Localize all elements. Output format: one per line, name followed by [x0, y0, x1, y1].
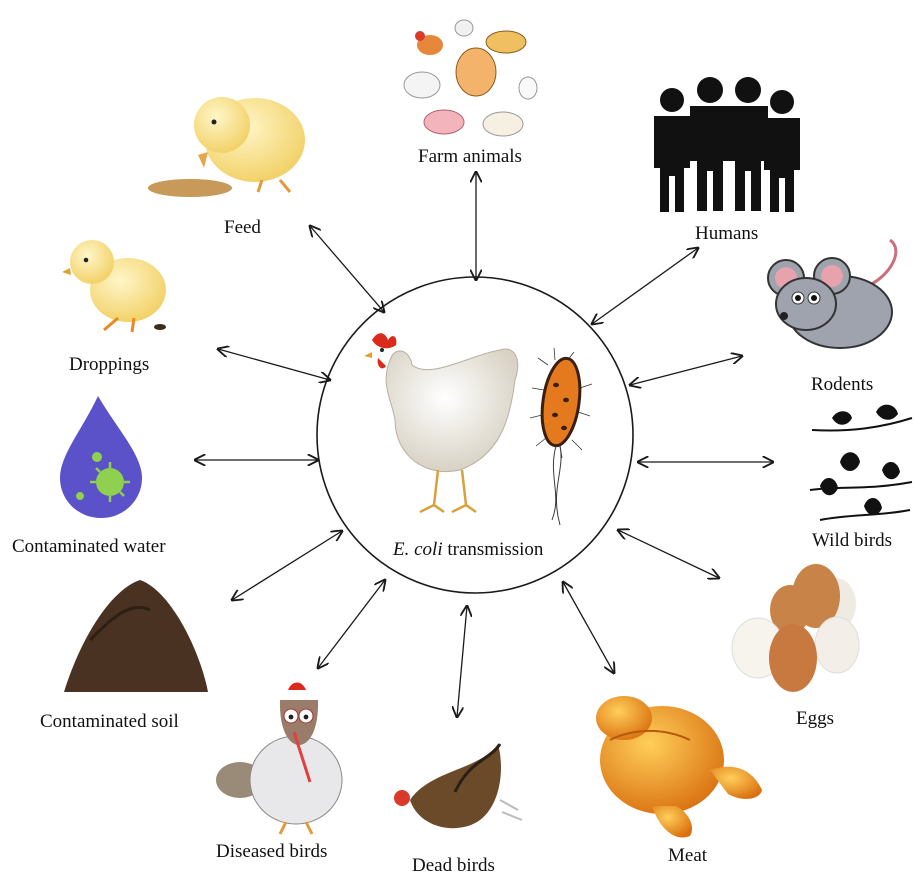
label-diseased-birds: Diseased birds: [216, 842, 327, 861]
label-contaminated-soil: Contaminated soil: [40, 712, 179, 731]
label-dead-birds: Dead birds: [412, 856, 495, 875]
dead-bird-icon: [394, 744, 522, 828]
arrow-diseased-birds: [318, 580, 385, 668]
label-wild-birds: Wild birds: [812, 531, 892, 550]
farm-animals-icon: [404, 20, 537, 136]
arrow-feed: [310, 226, 384, 312]
label-feed: Feed: [224, 218, 261, 237]
center-label-text: transmission: [447, 539, 543, 560]
arrow-rodents: [630, 356, 742, 385]
arrow-eggs: [618, 530, 719, 578]
bacterium-icon: [530, 348, 592, 525]
label-eggs: Eggs: [796, 709, 834, 728]
label-meat: Meat: [668, 846, 707, 865]
arrow-humans: [592, 248, 698, 324]
eggs-icon: [732, 564, 859, 692]
arrow-droppings: [218, 349, 330, 380]
label-humans: Humans: [695, 224, 758, 243]
sick-hen-icon: [216, 683, 342, 835]
arrow-dead-birds: [457, 606, 467, 717]
soil-pile-icon: [64, 580, 208, 692]
label-droppings: Droppings: [69, 355, 149, 374]
center-label-organism: E. coli: [393, 539, 443, 560]
water-drop-icon: [60, 396, 142, 518]
mouse-icon: [768, 240, 896, 348]
label-rodents: Rodents: [811, 375, 873, 394]
arrow-meat: [563, 582, 614, 673]
chick-feed-icon: [148, 97, 305, 197]
humans-icon: [654, 77, 800, 212]
label-farm-animals: Farm animals: [418, 147, 522, 166]
wild-birds-icon: [810, 405, 912, 520]
chick-droppings-icon: [62, 240, 166, 332]
label-contaminated-water: Contaminated water: [12, 537, 166, 556]
center-label: E. coli transmission: [393, 540, 543, 559]
roast-chicken-icon: [596, 696, 762, 838]
hen-icon: [364, 333, 518, 512]
arrow-contaminated-soil: [232, 531, 342, 600]
